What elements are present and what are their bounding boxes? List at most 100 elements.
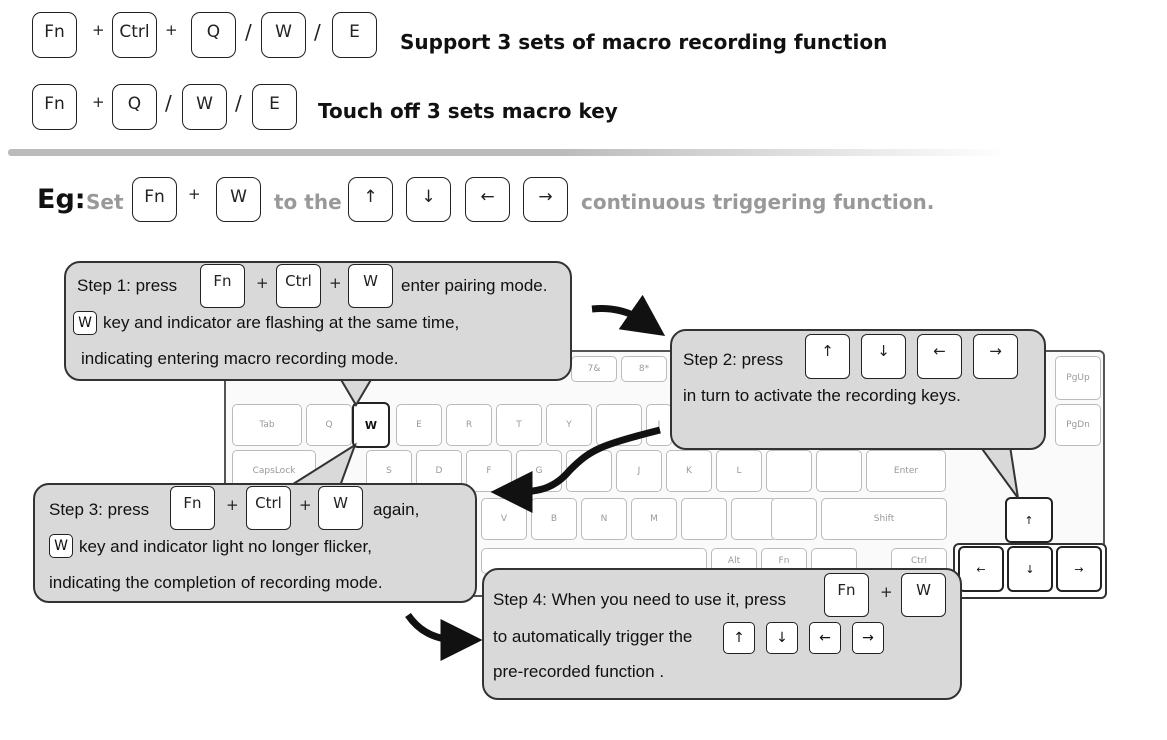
eg-label: Eg: bbox=[37, 184, 86, 215]
kb-key-tab: Tab bbox=[232, 404, 302, 446]
key-w: W bbox=[901, 573, 946, 617]
key-fn: Fn bbox=[200, 264, 245, 308]
step2-line2: in turn to activate the recording keys. bbox=[683, 386, 961, 405]
continuous-trigger-text: continuous triggering function. bbox=[581, 190, 935, 214]
key-ctrl: Ctrl bbox=[276, 264, 321, 308]
step1-prefix: Step 1: press bbox=[77, 276, 178, 295]
plus-sign: + bbox=[92, 93, 105, 111]
arrow-step3-to-step4 bbox=[405, 612, 483, 661]
plus-sign: + bbox=[188, 185, 201, 203]
highlighted-down-key: ↓ bbox=[1007, 546, 1053, 592]
highlighted-up-key: ↑ bbox=[1005, 497, 1053, 543]
w-badge: W bbox=[73, 311, 97, 335]
key-e: E bbox=[332, 12, 377, 58]
slash-sign: / bbox=[314, 20, 321, 44]
macro-recording-text: Support 3 sets of macro recording functi… bbox=[400, 30, 888, 54]
plus-sign: + bbox=[880, 583, 893, 601]
key-q: Q bbox=[112, 84, 157, 130]
step3-suffix: again, bbox=[373, 500, 420, 519]
kb-key-8: 8* bbox=[621, 356, 667, 382]
highlighted-left-key: ← bbox=[958, 546, 1004, 592]
slash-sign: / bbox=[235, 91, 242, 115]
kb-key-r: R bbox=[446, 404, 492, 446]
kb-key-comma bbox=[681, 498, 727, 540]
step4-line1: Step 4: When you need to use it, press bbox=[493, 590, 786, 609]
highlighted-right-key: → bbox=[1056, 546, 1102, 592]
key-w: W bbox=[182, 84, 227, 130]
key-w: W bbox=[348, 264, 393, 308]
key-fn: Fn bbox=[132, 177, 177, 222]
kb-key-period bbox=[731, 498, 777, 540]
key-left-arrow: ← bbox=[917, 334, 962, 379]
kb-key-y: Y bbox=[546, 404, 592, 446]
key-fn: Fn bbox=[32, 12, 77, 58]
kb-key-semicolon bbox=[766, 450, 812, 492]
step1-suffix: enter pairing mode. bbox=[401, 276, 548, 295]
kb-key-b: B bbox=[531, 498, 577, 540]
key-right-arrow: → bbox=[973, 334, 1018, 379]
step1-line3: indicating entering macro recording mode… bbox=[81, 349, 399, 368]
plus-sign: + bbox=[226, 496, 239, 514]
kb-key-j: J bbox=[616, 450, 662, 492]
step3-line3: indicating the completion of recording m… bbox=[49, 573, 383, 592]
kb-key-e: E bbox=[396, 404, 442, 446]
key-w: W bbox=[261, 12, 306, 58]
slash-sign: / bbox=[165, 91, 172, 115]
step3-line2: key and indicator light no longer flicke… bbox=[79, 537, 372, 556]
arrow-step1-to-step2 bbox=[591, 294, 666, 336]
kb-key-pgdn: PgDn bbox=[1055, 404, 1101, 446]
key-up-arrow: ↑ bbox=[805, 334, 850, 379]
set-text: Set bbox=[86, 190, 124, 214]
plus-sign: + bbox=[165, 21, 178, 39]
plus-sign: + bbox=[92, 21, 105, 39]
kb-key-m: M bbox=[631, 498, 677, 540]
key-left-arrow: ← bbox=[465, 177, 510, 222]
key-fn: Fn bbox=[170, 486, 215, 530]
kb-key-q: Q bbox=[306, 404, 352, 446]
w-badge: W bbox=[49, 534, 73, 558]
trigger-macro-text: Touch off 3 sets macro key bbox=[318, 99, 618, 123]
plus-sign: + bbox=[256, 274, 269, 292]
key-right-arrow: → bbox=[852, 622, 884, 654]
to-the-text: to the bbox=[274, 190, 342, 214]
kb-key-n: N bbox=[581, 498, 627, 540]
slash-sign: / bbox=[245, 20, 252, 44]
kb-key-slash bbox=[771, 498, 817, 540]
key-down-arrow: ↓ bbox=[861, 334, 906, 379]
key-down-arrow: ↓ bbox=[406, 177, 451, 222]
kb-key-l: L bbox=[716, 450, 762, 492]
key-up-arrow: ↑ bbox=[723, 622, 755, 654]
kb-key-shift: Shift bbox=[821, 498, 947, 540]
key-w: W bbox=[216, 177, 261, 222]
plus-sign: + bbox=[299, 496, 312, 514]
step4-line2: to automatically trigger the bbox=[493, 627, 693, 646]
key-w: W bbox=[318, 486, 363, 530]
step1-line2: key and indicator are flashing at the sa… bbox=[103, 313, 460, 332]
step2-bubble bbox=[670, 329, 1046, 450]
kb-key-pgup: PgUp bbox=[1055, 356, 1101, 400]
key-up-arrow: ↑ bbox=[348, 177, 393, 222]
kb-key-i: I bbox=[646, 404, 672, 446]
key-left-arrow: ← bbox=[809, 622, 841, 654]
key-fn: Fn bbox=[32, 84, 77, 130]
divider bbox=[8, 149, 1008, 156]
step3-prefix: Step 3: press bbox=[49, 500, 150, 519]
key-q: Q bbox=[191, 12, 236, 58]
kb-key-enter: Enter bbox=[866, 450, 946, 492]
key-ctrl: Ctrl bbox=[112, 12, 157, 58]
key-e: E bbox=[252, 84, 297, 130]
key-ctrl: Ctrl bbox=[246, 486, 291, 530]
plus-sign: + bbox=[329, 274, 342, 292]
kb-key-k: K bbox=[666, 450, 712, 492]
step2-prefix: Step 2: press bbox=[683, 350, 784, 369]
key-fn: Fn bbox=[824, 573, 869, 617]
arrow-step2-to-step3 bbox=[490, 426, 661, 513]
kb-key-quote bbox=[816, 450, 862, 492]
highlighted-w-key: W bbox=[352, 402, 390, 448]
step4-line3: pre-recorded function . bbox=[493, 662, 665, 681]
kb-key-7: 7& bbox=[571, 356, 617, 382]
key-down-arrow: ↓ bbox=[766, 622, 798, 654]
kb-key-t: T bbox=[496, 404, 542, 446]
